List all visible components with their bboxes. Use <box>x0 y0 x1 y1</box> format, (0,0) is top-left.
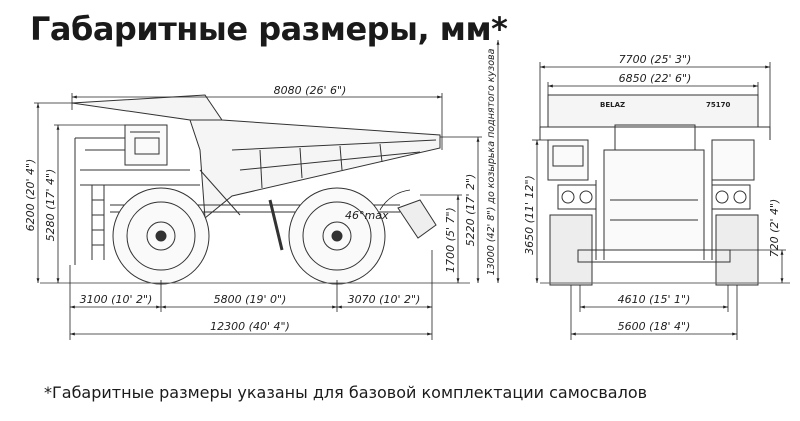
brand-label: BELAZ <box>600 101 625 109</box>
dump-body <box>71 94 441 219</box>
dim-track-rear: 5600 (18' 4") <box>618 320 691 333</box>
page-title: Габаритные размеры, мм* <box>30 10 508 48</box>
cab <box>124 124 168 166</box>
dim-height-body: 5220 (17' 2") <box>464 174 477 247</box>
dim-ground-clearance: 720 (2' 4") <box>768 199 781 258</box>
dim-height-body-low: 1700 (5' 7") <box>444 207 457 273</box>
dim-width-body: 6850 (22' 6") <box>619 72 692 85</box>
dim-height-cab: 5280 (17' 4") <box>44 169 57 242</box>
front-view-truck <box>539 94 790 286</box>
dim-front-overhang: 3100 (10' 2") <box>80 293 153 306</box>
dim-height-canopy: 3650 (11' 12") <box>523 175 536 255</box>
dim-body-length: 8080 (26' 6") <box>274 84 347 97</box>
side-dimension-lines <box>34 40 500 340</box>
dim-total-length: 12300 (40' 4") <box>210 320 290 333</box>
dim-dump-angle: 46°max <box>345 209 389 222</box>
dim-rear-overhang: 3070 (10' 2") <box>348 293 421 306</box>
model-label: 75170 <box>706 101 730 109</box>
footnote: *Габаритные размеры указаны для базовой … <box>44 383 648 402</box>
dim-wheelbase: 5800 (19' 0") <box>214 293 287 306</box>
front-canopy <box>547 94 759 128</box>
dim-width-total: 7700 (25' 3") <box>619 53 692 66</box>
side-view-truck <box>40 94 470 285</box>
front-dimension-lines <box>532 62 786 340</box>
dim-height-total: 6200 (20' 4") <box>24 159 37 232</box>
dim-track-front: 4610 (15' 1") <box>618 293 691 306</box>
dim-height-raised: 13000 (42' 8") до козырька поднятого куз… <box>486 48 497 275</box>
